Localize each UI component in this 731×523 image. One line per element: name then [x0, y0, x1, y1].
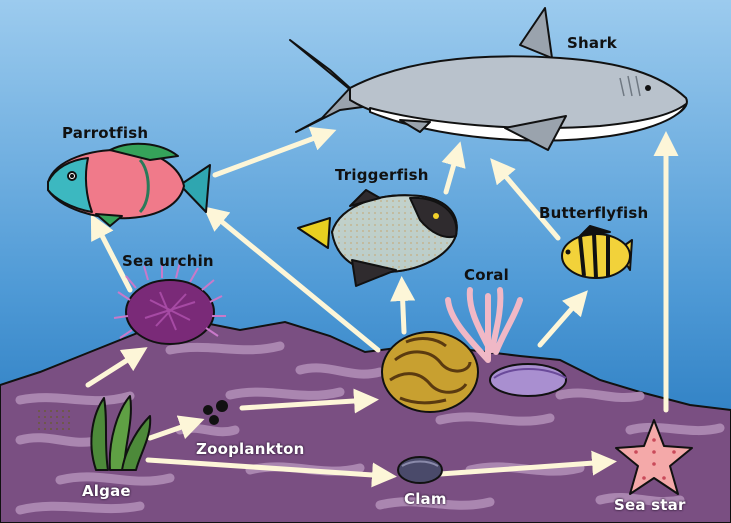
- node-label-butterflyfish: Butterflyfish: [539, 204, 648, 222]
- node-label-zooplankton: Zooplankton: [196, 440, 305, 458]
- node-label-shark: Shark: [567, 34, 617, 52]
- node-label-sea-urchin: Sea urchin: [122, 252, 214, 270]
- node-label-parrotfish: Parrotfish: [62, 124, 148, 142]
- node-label-algae: Algae: [82, 482, 131, 500]
- node-label-coral: Coral: [464, 266, 509, 284]
- node-label-triggerfish: Triggerfish: [335, 166, 429, 184]
- arrow-coral-to-triggerfish: [402, 285, 404, 332]
- node-label-clam: Clam: [404, 490, 447, 508]
- clam-illustration: [398, 457, 442, 483]
- node-label-sea-star: Sea star: [614, 496, 686, 514]
